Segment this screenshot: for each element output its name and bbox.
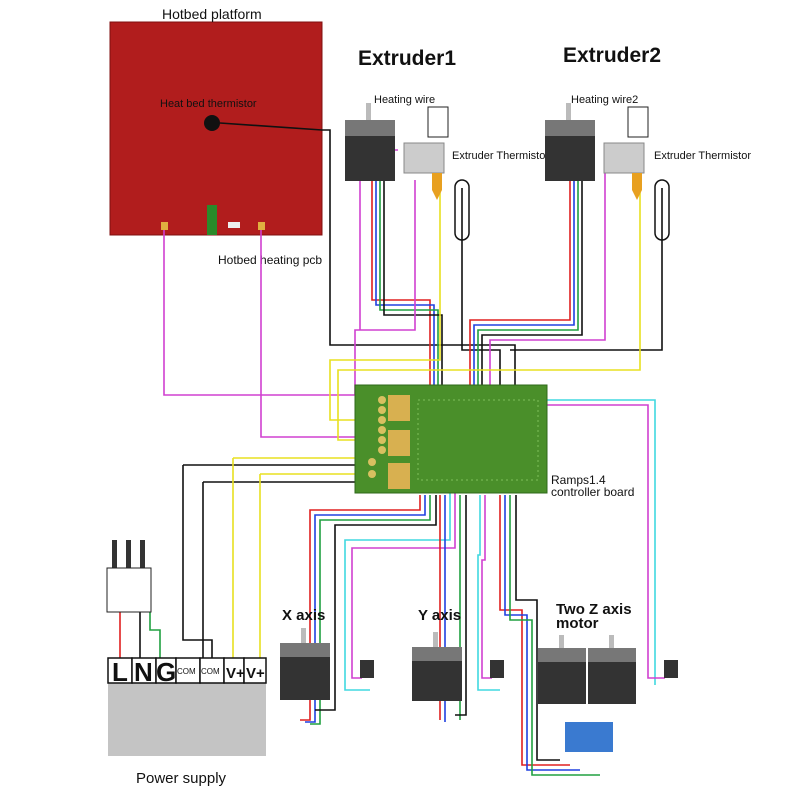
terminal (378, 416, 386, 424)
terminal-g: G (156, 657, 176, 687)
z-endstop (664, 660, 678, 678)
heating-wire2-label: Heating wire2 (571, 94, 638, 106)
extruder1-nozzle (432, 173, 442, 200)
terminal (378, 426, 386, 434)
terminal (378, 446, 386, 454)
extruder2-block (603, 142, 645, 174)
z-axis-label-line2: motor (556, 615, 599, 632)
terminal-v-plus-1: V+ (226, 665, 245, 682)
terminal-l: L (112, 657, 128, 687)
heating-wire-label: Heating wire (374, 94, 435, 106)
power-plug (106, 540, 152, 613)
mosfet-3 (388, 463, 410, 489)
extruder1-block (403, 142, 445, 174)
z-axis-motor-1 (538, 635, 586, 704)
heat-bed-thermistor (204, 115, 220, 131)
extruder1-thermistor-loop (454, 179, 470, 241)
z-axis-motor-2 (588, 635, 636, 704)
power-supply-body (108, 683, 266, 756)
board-label-line2: controller board (551, 485, 634, 499)
power-supply-label: Power supply (136, 770, 227, 787)
hotbed-pad-left (161, 222, 168, 230)
extruder2-nozzle (632, 173, 642, 200)
hotbed-led (207, 205, 217, 235)
heating-wire-1 (427, 106, 449, 138)
wires (119, 122, 665, 776)
terminal (378, 406, 386, 414)
extruder1-motor (345, 103, 395, 181)
x-axis-label: X axis (282, 607, 325, 624)
extruder2-title: Extruder2 (563, 44, 661, 67)
power-terminals (107, 657, 267, 684)
y-axis-motor (412, 632, 462, 701)
x-endstop (360, 660, 374, 678)
x-axis-motor (280, 628, 330, 700)
y-endstop (490, 660, 504, 678)
terminal-v-plus-2: V+ (246, 665, 265, 682)
extruder1-thermistor-label: Extruder Thermistor (452, 150, 549, 162)
terminal-n: N (134, 657, 153, 687)
board-components (417, 399, 539, 481)
z-axis-label-line1: Two Z axis (556, 601, 632, 618)
extruder2-thermistor-loop (654, 179, 670, 241)
hotbed-resistor (228, 222, 240, 228)
heat-bed-thermistor-label: Heat bed thermistor (160, 98, 257, 110)
terminal (378, 436, 386, 444)
terminal (368, 470, 376, 478)
ramps-board (354, 384, 548, 494)
terminal-com-1: COM (177, 667, 196, 676)
hotbed-pcb-label: Hotbed heating pcb (218, 253, 322, 267)
heating-wire-2 (627, 106, 649, 138)
mosfet-1 (388, 395, 410, 421)
extruder1-title: Extruder1 (358, 47, 456, 70)
mosfet-2 (388, 430, 410, 456)
hotbed-pad-right (258, 222, 265, 230)
extruder2-thermistor-label: Extruder Thermistor (654, 150, 751, 162)
board-label-line1: Ramps1.4 (551, 473, 606, 487)
hotbed-title: Hotbed platform (162, 6, 262, 22)
terminal (378, 396, 386, 404)
z-motor-splitter (565, 722, 613, 752)
terminal (368, 458, 376, 466)
y-axis-label: Y axis (418, 607, 461, 624)
terminal-com-2: COM (201, 667, 220, 676)
extruder2-motor (545, 103, 595, 181)
